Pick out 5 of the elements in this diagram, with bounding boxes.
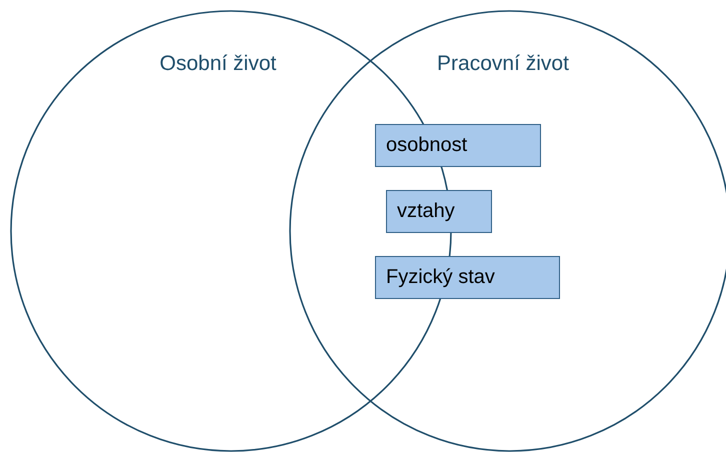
text-box: Fyzický stav bbox=[375, 256, 560, 299]
text-box: osobnost bbox=[375, 124, 541, 167]
circle-heading: Osobní život bbox=[160, 52, 276, 76]
circle-heading: Pracovní život bbox=[437, 52, 569, 76]
text-box: vztahy bbox=[386, 190, 492, 233]
